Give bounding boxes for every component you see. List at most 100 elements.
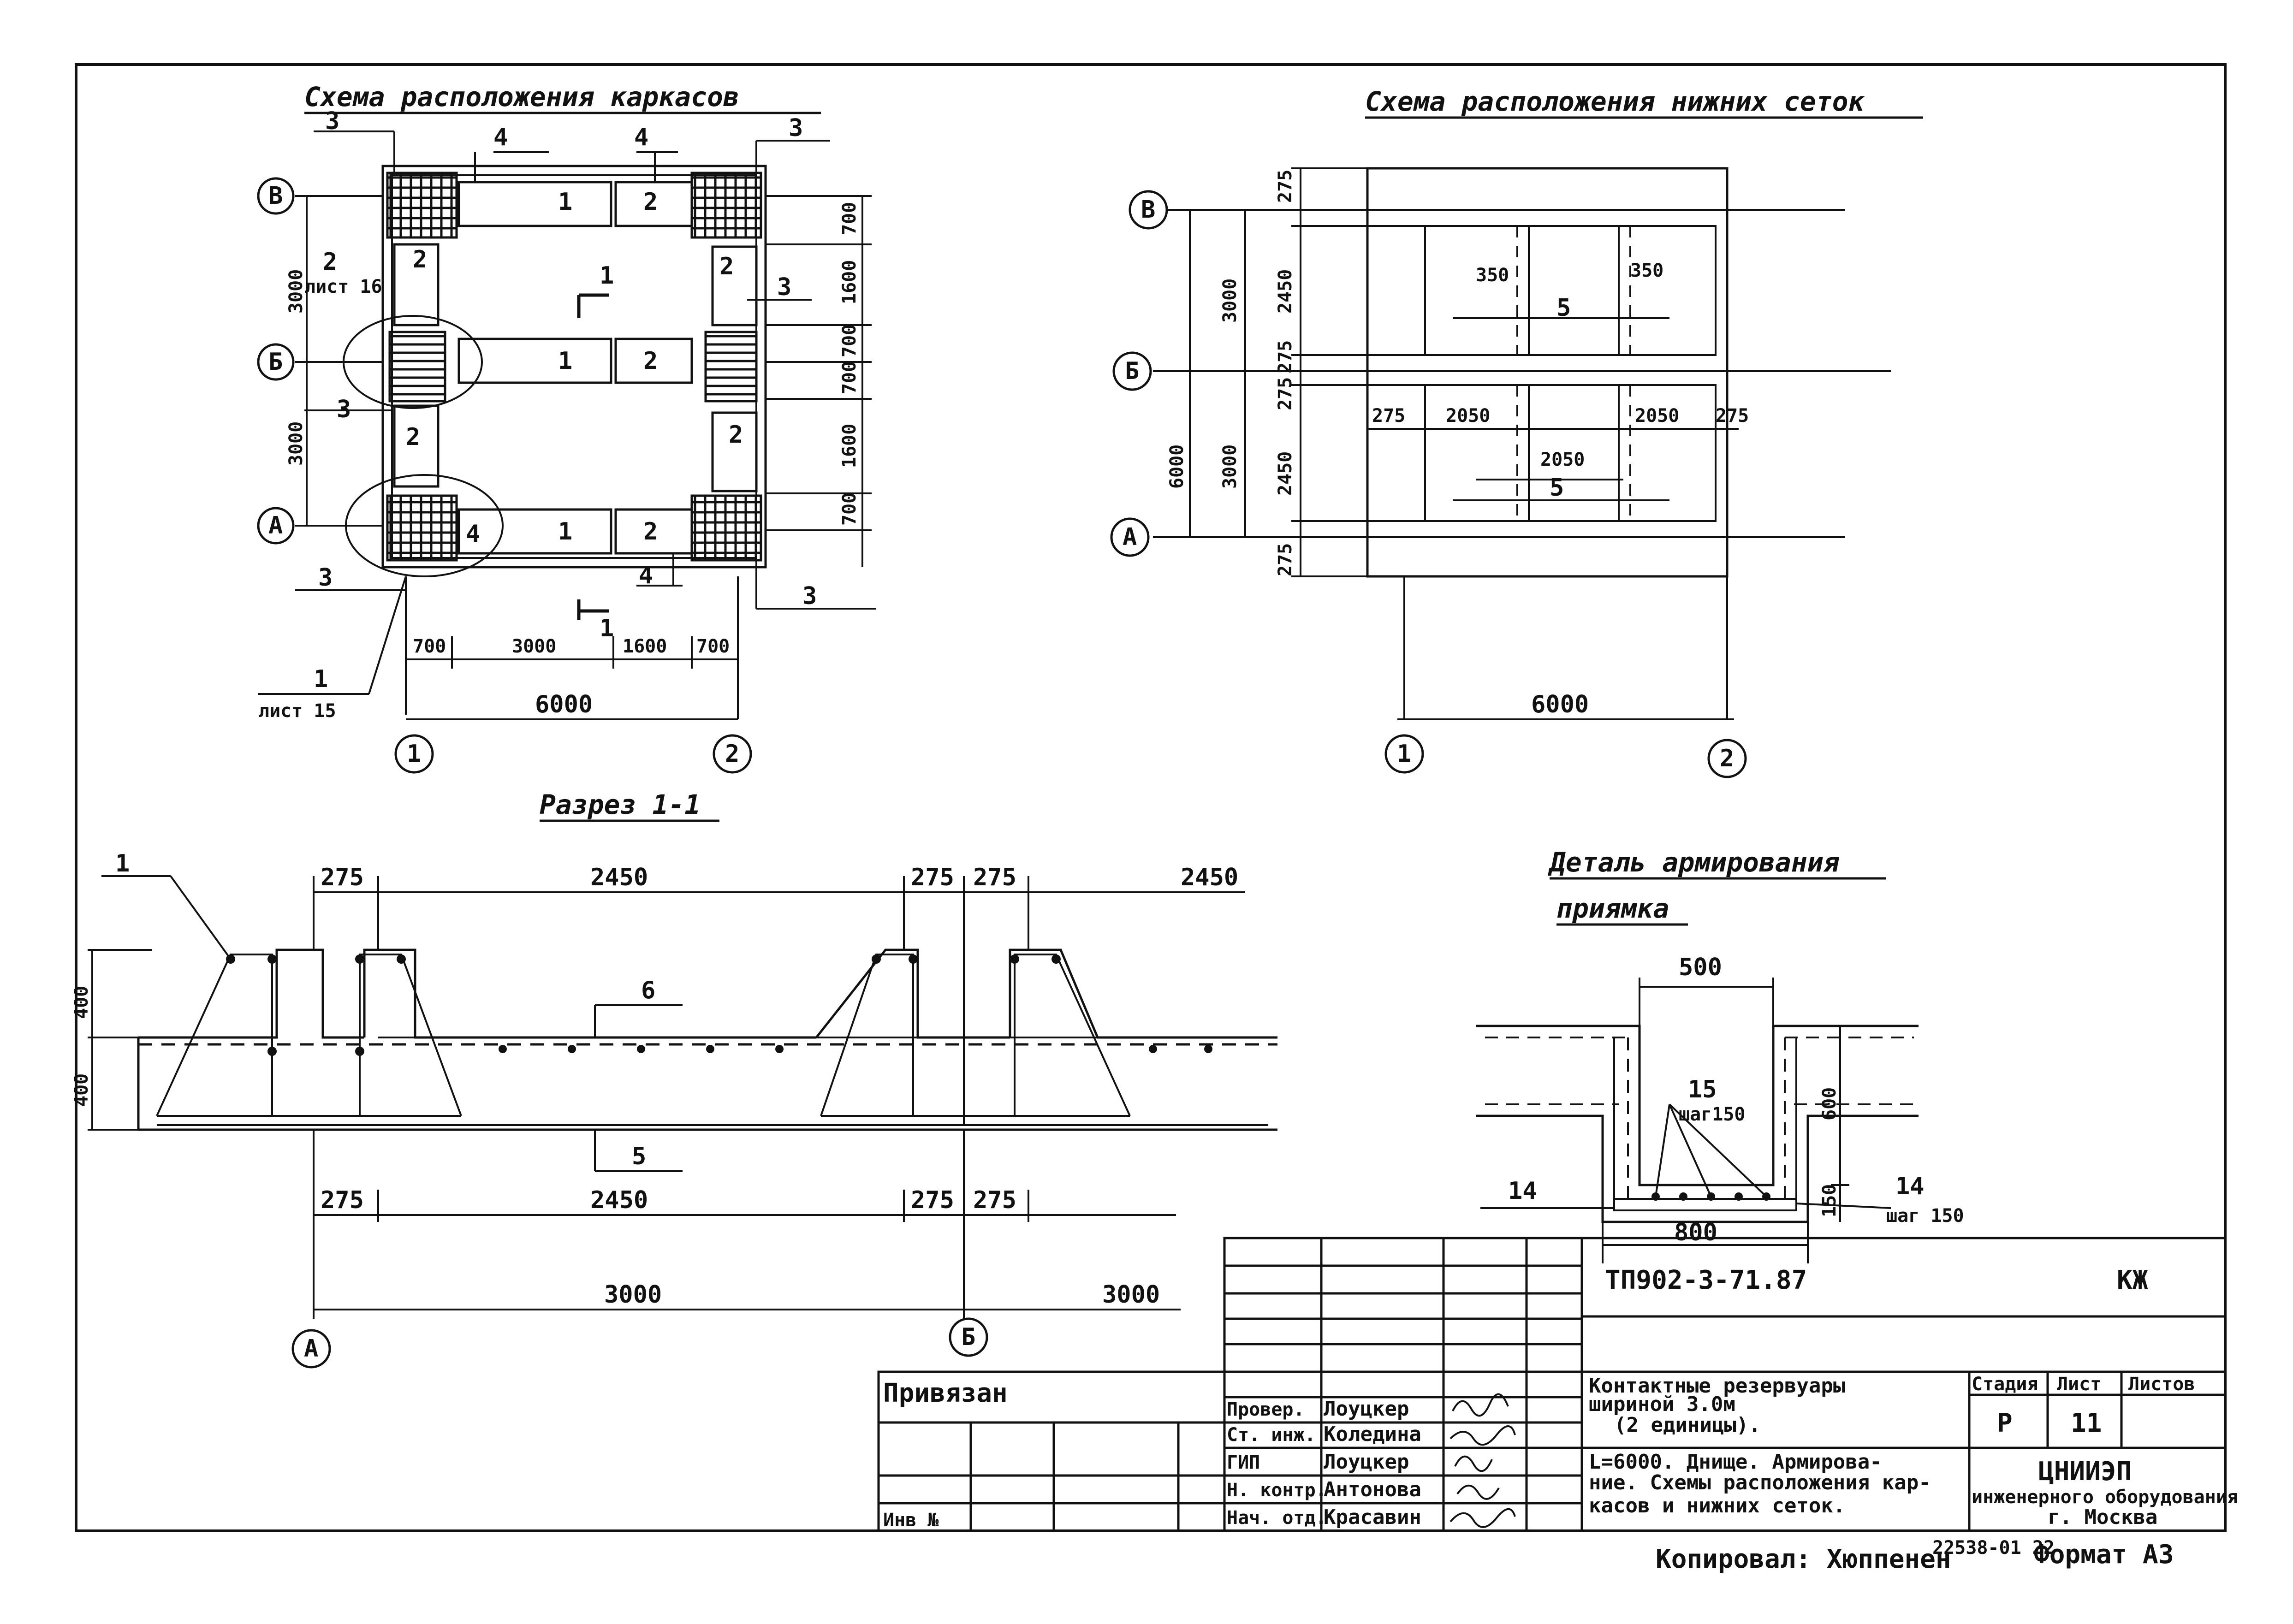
drawing-label: 1600 [839,424,860,468]
drawing-label: 1 [558,518,572,545]
drawing-label: Н. контр. [1227,1480,1327,1501]
drawing-label: 275 [1716,405,1749,427]
drawing-label: Коледина [1324,1422,1421,1446]
drawing-label: 3 [777,273,791,301]
drawing-label: 4 [493,124,508,151]
drawing-label: г. Москва [2048,1505,2157,1529]
drawing-label: Нач. отд. [1227,1507,1327,1529]
drawing-label: 275 [911,864,954,891]
drawing-label: 6000 [535,691,593,718]
drawing-label: 275 [1275,377,1296,410]
drawing-label: 1 [115,850,130,877]
drawing-label: ТП902-3-71.87 [1605,1265,1807,1295]
drawing-label: 275 [321,864,364,891]
drawing-label: 2 [413,246,427,273]
pit-title: Деталь армирования [1548,847,1840,878]
footer: Копировал: Хюппенен 22538-01 22 Формат А… [1656,1537,2174,1574]
drawing-label: 6 [641,977,655,1004]
drawing-label: 6000 [1531,691,1589,718]
drawing-label: 4 [639,562,653,589]
drawing-label: 1 [407,740,421,768]
drawing-label: 275 [1275,543,1296,576]
drawing-label: 1 [558,188,572,216]
drawing-label: 700 [839,361,860,394]
drawing-label: Р [1997,1408,2013,1438]
drawing-label: 700 [839,202,860,235]
drawing-label: 1600 [623,636,667,657]
drawing-label: Лоуцкер [1324,1397,1409,1421]
drawing-label: Привязан [883,1378,1008,1408]
drawing-label: 2 [406,423,420,451]
drawing-label: 14 [1508,1177,1537,1205]
drawing-label: 2 [729,421,743,449]
drawing-label: 275 [973,1186,1016,1214]
drawing-label: 3000 [604,1281,662,1309]
drawing-label: 4 [634,124,648,151]
drawing-label: Инв № [883,1510,939,1531]
drawing-label: 1 [558,347,572,375]
drawing-label: А [1123,523,1137,551]
drawing-label: L=6000. Днище. Армирова- [1589,1450,1882,1474]
drawing-label: 2050 [1635,405,1679,427]
drawing-label: 14 [1895,1173,1925,1200]
drawing-label: 5 [1556,294,1571,322]
drawing-label: 275 [1275,170,1296,203]
drawing-label: Контактные резервуары [1589,1374,1845,1398]
drawing-label: касов и нижних сеток. [1589,1494,1845,1517]
corner-mesh-group [386,172,762,562]
drawing-label: 3000 [1219,445,1241,489]
drawing-label: 275 [1372,405,1405,427]
drawing-label: инженерного оборудования [1972,1487,2238,1508]
drawing-label: 2450 [1275,451,1296,496]
drawing-label: 3000 [1219,279,1241,323]
drawing-label: 700 [839,492,860,526]
drawing-label: 1 [314,665,328,693]
drawing-label: 275 [1275,340,1296,373]
drawing-label: 350 [1630,260,1663,281]
section-1-1: Разрез 1-1 [71,789,1277,1369]
drawing-label: КЖ [2117,1265,2148,1295]
nets-scheme: Схема расположения нижних сеток 5 5 350 … [1110,86,1923,778]
axis-markers-frames: В Б А [257,177,383,545]
drawing-label: лист 15 [258,700,336,722]
drawing-label: 1600 [839,260,860,304]
drawing-label: 2450 [1275,269,1296,314]
drawing-label: Б [961,1323,975,1351]
drawing-label: 3000 [285,269,307,314]
drawing-label: 275 [321,1186,364,1214]
drawing-label: 2 [725,740,739,768]
drawing-label: Провер. [1227,1399,1305,1420]
drawing-label: В [1141,196,1155,224]
drawing-label: лист 16 [304,276,382,297]
drawing-label: 2 [719,253,734,280]
drawing-label: шаг150 [1679,1104,1746,1125]
pit-detail: Деталь армирования приямка [1476,847,1964,1263]
drawing-label: 275 [973,864,1016,891]
drawing-label: Б [268,348,283,376]
drawing-label: 6000 [1166,445,1188,489]
drawing-label: 1 [600,615,614,642]
drawing-label: 2450 [590,1186,648,1214]
drawing-label: 3 [325,107,339,135]
drawing-label: 350 [1476,265,1509,286]
drawing-label: 2 [643,188,658,216]
drawing-label: 600 [1819,1087,1840,1120]
frames-scheme: Схема расположения каркасов [257,81,876,774]
title-block: Привязан Инв № Провер. Ст. инж. ГИП Н. к… [877,1237,2238,1532]
drawing-label: 3000 [285,421,307,466]
drawing-label: 2050 [1540,449,1585,470]
drawing-label: 3 [337,396,351,423]
drawing-label: 2 [323,248,337,276]
drawing-label: 150 [1819,1184,1840,1217]
drawing-label: 3 [789,114,803,142]
drawing-label: В [268,182,283,210]
drawing-label: 400 [71,1073,92,1107]
drawing-label: 500 [1679,954,1722,981]
drawing-label: А [268,512,283,539]
drawing-label: 800 [1674,1219,1717,1246]
section-title: Разрез 1-1 [540,789,701,820]
drawing-label: Антонова [1324,1478,1421,1501]
drawing-label: ГИП [1227,1452,1260,1473]
drawing-label: шаг 150 [1886,1205,1964,1227]
